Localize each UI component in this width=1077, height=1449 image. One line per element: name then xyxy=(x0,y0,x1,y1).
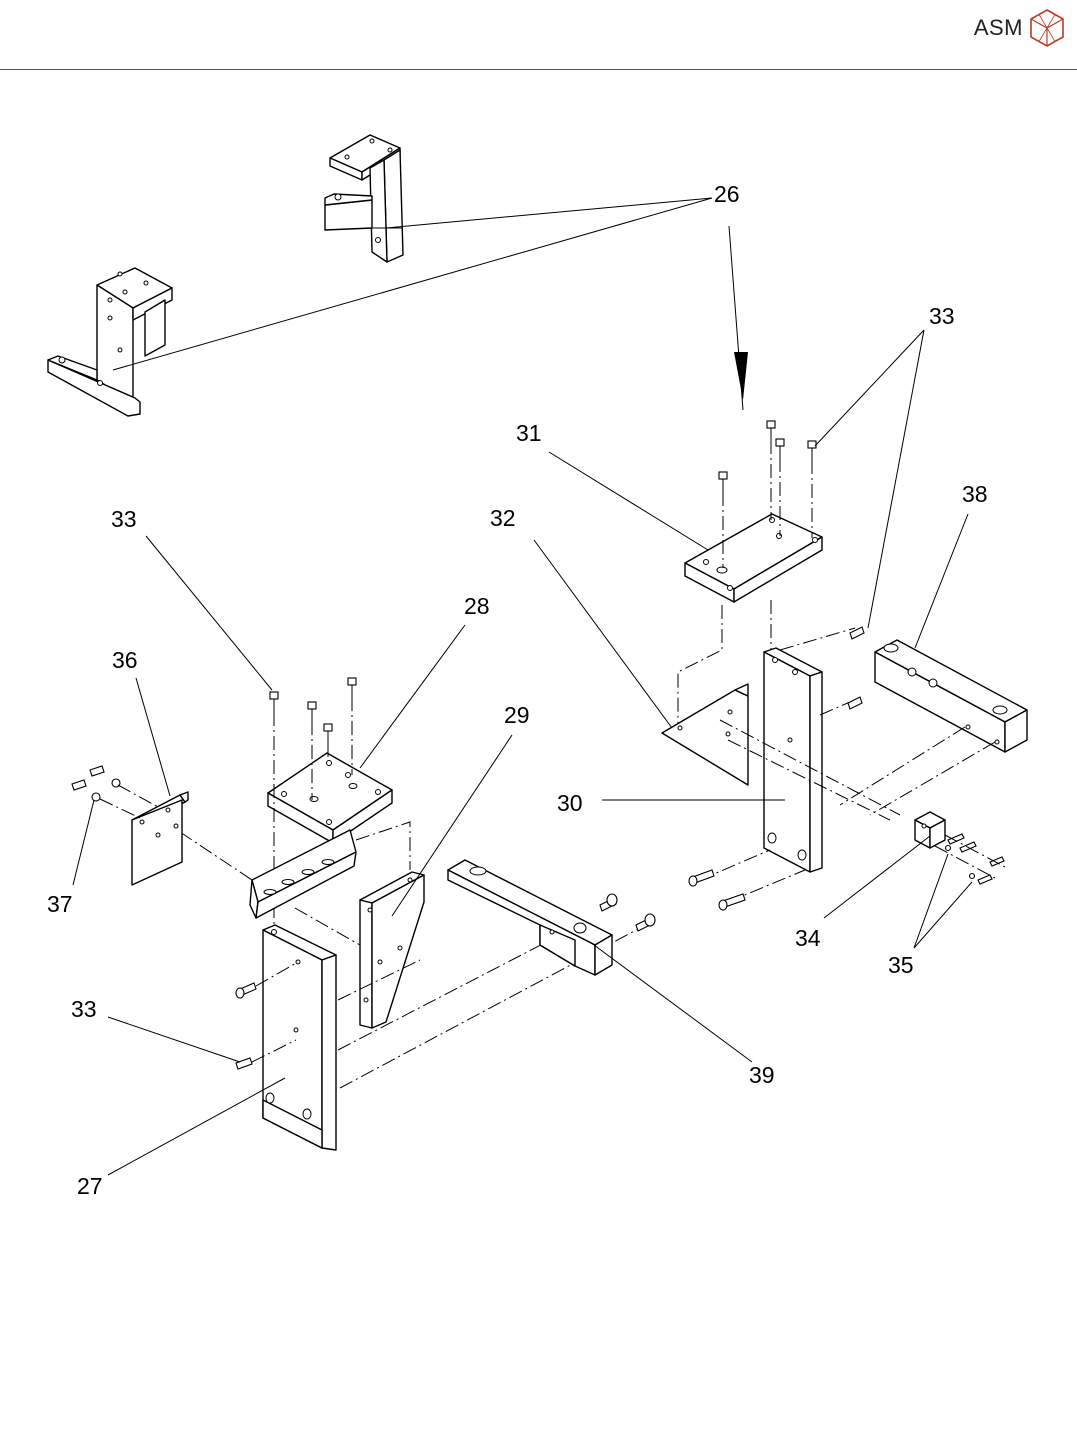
part-34-clamp xyxy=(915,812,945,848)
part-30-upright xyxy=(764,648,822,872)
callout-33-bottom-left: 33 xyxy=(71,996,97,1022)
callout-30: 30 xyxy=(557,790,583,816)
callout-31: 31 xyxy=(516,420,542,446)
callout-36: 36 xyxy=(112,647,138,673)
callout-33-top-left: 33 xyxy=(111,506,137,532)
callout-27: 27 xyxy=(77,1173,103,1199)
callout-39: 39 xyxy=(749,1062,775,1088)
callout-34: 34 xyxy=(795,925,821,951)
callout-32: 32 xyxy=(490,505,516,531)
callout-29: 29 xyxy=(504,702,530,728)
bracket-assembly-small xyxy=(325,135,403,262)
din-rail xyxy=(250,830,356,918)
screws-part-27 xyxy=(236,983,256,1069)
screws-part-39 xyxy=(600,894,655,931)
callout-38: 38 xyxy=(962,481,988,507)
callout-35: 35 xyxy=(888,952,914,978)
part-28-plate xyxy=(268,753,392,843)
screws-part-31 xyxy=(719,421,816,492)
screws-part-37 xyxy=(72,766,120,801)
callout-26: 26 xyxy=(714,181,740,207)
bracket-assembly-large xyxy=(48,268,172,416)
part-36-bracket xyxy=(132,792,188,885)
screws-part-35 xyxy=(946,834,1005,884)
part-29-gusset xyxy=(360,872,424,1028)
part-39-slide xyxy=(448,860,612,975)
arrow-head-26 xyxy=(734,352,748,400)
screws-part-28 xyxy=(270,678,356,743)
leader-26-b xyxy=(113,198,712,370)
part-32-gusset xyxy=(662,684,748,785)
part-27-upright xyxy=(263,925,336,1150)
leader-26-a xyxy=(386,198,712,228)
part-38-bar xyxy=(875,640,1027,752)
part-31-plate xyxy=(685,514,822,602)
callout-37: 37 xyxy=(47,891,73,917)
callout-33-top-right: 33 xyxy=(929,303,955,329)
callout-28: 28 xyxy=(464,593,490,619)
